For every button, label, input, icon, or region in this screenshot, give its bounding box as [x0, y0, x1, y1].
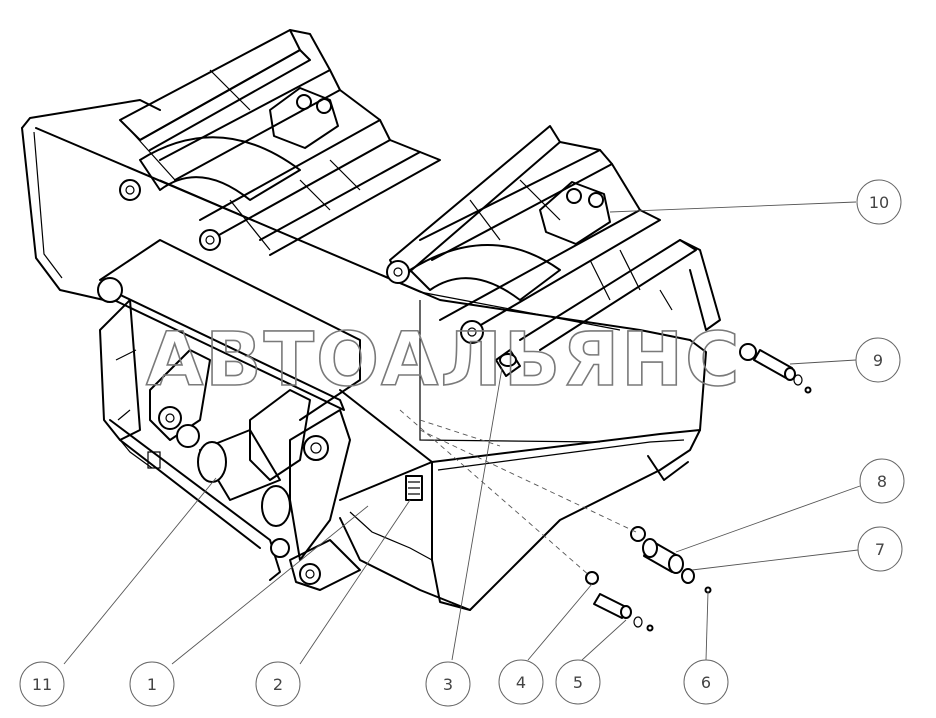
callout-10-label: 10 — [869, 193, 889, 212]
callout-3-label: 3 — [443, 675, 453, 694]
callout-8-label: 8 — [877, 472, 887, 491]
callout-7-label: 7 — [875, 540, 885, 559]
quick-coupler — [97, 239, 361, 591]
callout-6: 6 — [683, 659, 729, 705]
callout-1: 1 — [129, 661, 175, 707]
watermark-text: АВТОАЛЬЯНС — [146, 317, 741, 403]
bucket-body — [21, 99, 707, 611]
callout-3: 3 — [425, 661, 471, 707]
left-grapple-frame — [119, 29, 441, 256]
callout-2: 2 — [255, 661, 301, 707]
pin-hardware — [399, 343, 812, 632]
callout-8: 8 — [859, 458, 905, 504]
callout-10: 10 — [856, 179, 902, 225]
callout-5: 5 — [555, 659, 601, 705]
callout-4-label: 4 — [516, 673, 526, 692]
callout-6-label: 6 — [701, 673, 711, 692]
callout-9-label: 9 — [873, 351, 883, 370]
callout-11-label: 11 — [32, 675, 52, 694]
callout-1-label: 1 — [147, 675, 157, 694]
callout-7: 7 — [857, 526, 903, 572]
callout-11: 11 — [19, 661, 65, 707]
callout-2-label: 2 — [273, 675, 283, 694]
leader-lines — [63, 201, 861, 665]
callout-5-label: 5 — [573, 673, 583, 692]
callout-9: 9 — [855, 337, 901, 383]
right-grapple-frame — [386, 125, 721, 351]
callout-4: 4 — [498, 659, 544, 705]
